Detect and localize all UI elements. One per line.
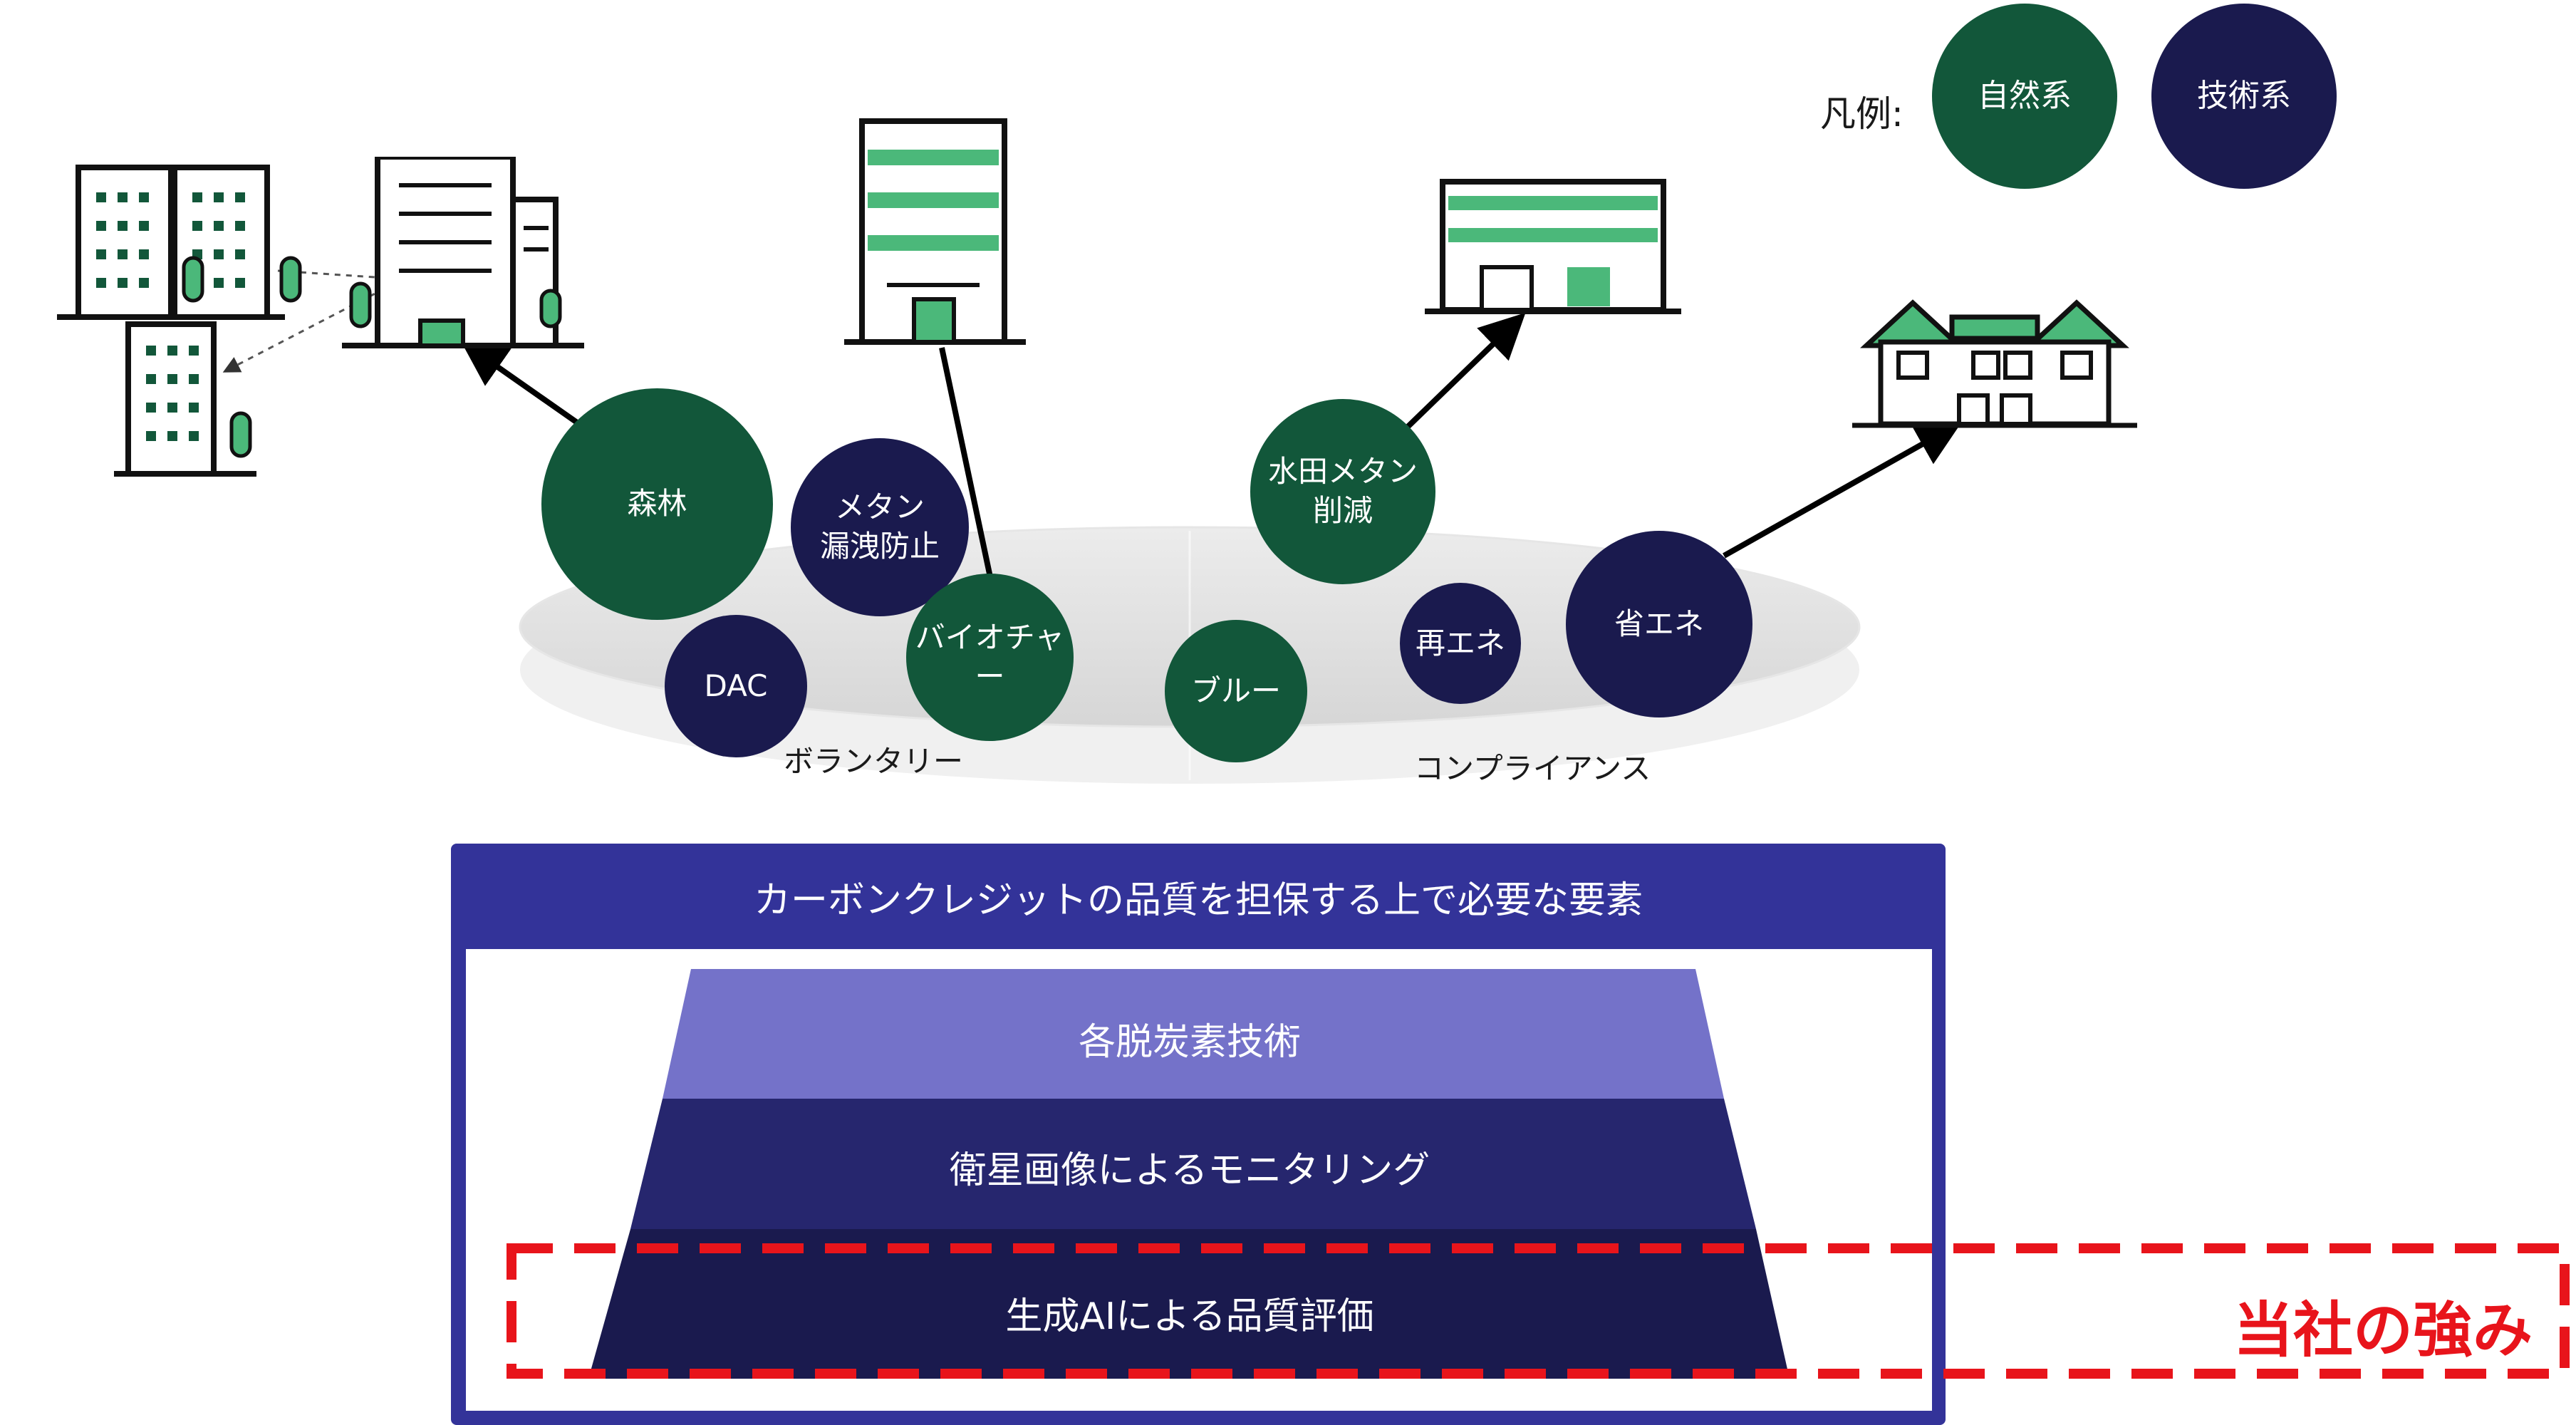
compliance-market-label: コンプライアンス	[1414, 751, 1651, 786]
legend-tech-label: 技術系	[2197, 78, 2291, 115]
quality-elements-title: カーボンクレジットの品質を担保する上で必要な要素	[753, 879, 1643, 922]
bubble-blue: ブルー	[1165, 620, 1307, 762]
arrow-forest	[460, 341, 586, 430]
building-cluster-icon	[57, 157, 584, 477]
arrow-energy-saving	[1723, 422, 1962, 559]
legend-tech-swatch: 技術系	[2151, 4, 2337, 189]
pyramid-tier-technologies-label: 各脱炭素技術	[1078, 1021, 1301, 1064]
bubble-energy-saving: 省エネ	[1566, 531, 1752, 717]
voluntary-market-label: ボランタリー	[784, 744, 964, 779]
pyramid-tier-technologies	[663, 969, 1724, 1099]
bubble-dac-label: DAC	[704, 668, 768, 703]
strength-label: 当社の強み	[2233, 1295, 2533, 1365]
arrow-biochar	[939, 347, 993, 578]
factory-icon	[1425, 179, 1681, 314]
pyramid-tier-ai-evaluation	[588, 1229, 1790, 1379]
pyramid-tier-ai-evaluation-label: 生成AIによる品質評価	[1005, 1295, 1374, 1338]
arrow-paddy	[1405, 312, 1526, 430]
bubble-biochar: バイオチャー	[906, 574, 1074, 741]
townhouse-icon	[1852, 299, 2137, 428]
bubble-energy-saving-label: 省エネ	[1614, 606, 1704, 641]
legend-nature-swatch: 自然系	[1932, 4, 2117, 189]
bubble-paddy-methane: 水田メタン 削減	[1250, 399, 1435, 584]
bubble-renewable-label: 再エネ	[1415, 625, 1505, 660]
pyramid-tier-satellite-label: 衛星画像によるモニタリング	[949, 1149, 1430, 1192]
bubble-methane-leak: メタン 漏洩防止	[791, 438, 969, 616]
bubble-dac: DAC	[665, 615, 807, 757]
bubble-forest-label: 森林	[627, 486, 687, 522]
bubble-forest: 森林	[541, 388, 773, 620]
pyramid-tier-satellite	[630, 1099, 1756, 1229]
legend-nature-label: 自然系	[1978, 78, 2072, 115]
bubble-methane-leak-label: メタン 漏洩防止	[819, 489, 940, 564]
bubble-renewable: 再エネ	[1400, 583, 1521, 704]
bubble-paddy-methane-label: 水田メタン 削減	[1267, 454, 1418, 528]
bubble-blue-label: ブルー	[1190, 673, 1281, 708]
legend-label: 凡例:	[1820, 93, 1904, 135]
office-tower-icon	[844, 118, 1026, 345]
bubble-biochar-label: バイオチャー	[915, 619, 1065, 694]
